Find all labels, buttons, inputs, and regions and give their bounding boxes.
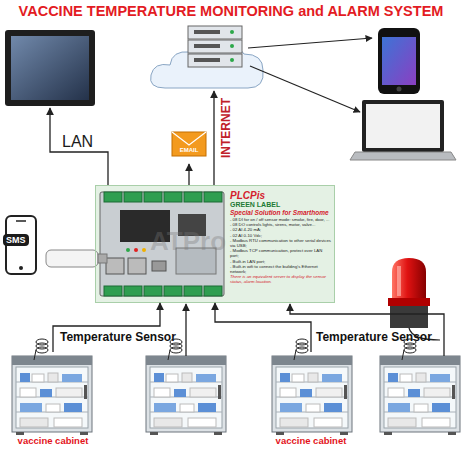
vaccine-cabinet-drawing [380, 339, 460, 435]
product-tagline: Special Solution for Smarthome [230, 209, 331, 217]
alarm-light [388, 298, 430, 306]
smartphone [378, 28, 420, 94]
sensor-wire [290, 304, 444, 356]
usb-modem [46, 250, 98, 267]
sensor-wire [186, 304, 444, 356]
cloud-server [194, 58, 220, 62]
spec-item: - Modbus TCP communication, protect over… [230, 248, 331, 258]
sms-phone: SMS [2, 214, 44, 278]
cloud-server [230, 30, 234, 34]
product-label: GREEN LABEL [230, 201, 331, 209]
smartphone [382, 37, 416, 85]
controller-board [104, 286, 122, 296]
cloud-server [230, 44, 234, 48]
spec-item: - Built-in LAN port; [230, 259, 331, 264]
network-label: INTERNET [219, 98, 233, 158]
controller-board [124, 286, 142, 296]
vaccine-cabinet-drawing [272, 339, 352, 435]
laptop [362, 100, 444, 152]
spec-item: - 02 AI 4-20 mA; [230, 227, 331, 232]
sensor-link [215, 303, 311, 352]
cloud-server [151, 26, 264, 88]
internet-arrow [213, 91, 214, 185]
controller-board [204, 192, 222, 202]
spec-item: - Built-in wifi to connect the building'… [230, 264, 331, 274]
controller-board [134, 248, 138, 252]
controller-board [128, 258, 146, 274]
controller-board [124, 192, 142, 202]
cloud-server [188, 54, 242, 67]
controller-board [142, 248, 146, 252]
cloud-link-arrow [250, 66, 360, 112]
vaccine-cabinet: vaccine cabinet [268, 352, 354, 447]
usb-modem [98, 254, 107, 263]
cloud-link-arrow [248, 38, 372, 48]
controller-board [104, 192, 122, 202]
product-name: PLCPis [230, 190, 331, 201]
cloud-server [194, 44, 220, 48]
laptop [350, 100, 456, 160]
controller-board [164, 286, 182, 296]
cloud-server [194, 30, 220, 34]
alarm-light [388, 258, 440, 340]
controller-board [144, 192, 162, 202]
diagram-title: VACCINE TEMPERATURE MONITORING and ALARM… [0, 3, 462, 19]
cloud-link-arrow [248, 38, 372, 112]
hmi-monitor [5, 30, 95, 106]
cabinet-label: vaccine cabinet [268, 435, 354, 446]
network-label: LAN [62, 133, 93, 151]
alarm-light [397, 266, 401, 296]
controller-board [95, 185, 335, 303]
usb-modem [46, 250, 107, 267]
vaccine-cabinet-drawing [12, 339, 92, 435]
vaccine-cabinet-drawing [12, 339, 460, 435]
spec-item: - Modbus RTU communication to other seri… [230, 238, 331, 248]
sensor-label: Temperature Sensor [316, 330, 432, 344]
hmi-monitor [11, 36, 89, 100]
smartphone [397, 87, 402, 92]
controller-board [184, 192, 202, 202]
email-envelope [172, 132, 206, 145]
lan-arrow [50, 108, 108, 185]
controller-board [126, 248, 130, 252]
sms-phone-outline [16, 220, 26, 222]
controller-board [95, 185, 335, 303]
spec-item: - 08 DO controls lights, sirens, motor, … [230, 222, 331, 227]
alarm-light [392, 258, 426, 300]
watermark: ATPro [150, 226, 226, 257]
vaccine-cabinet: vaccine cabinet [10, 352, 96, 447]
hmi-monitor [5, 30, 95, 106]
cloud-server [188, 40, 242, 53]
spec-item: - 08 DI for on / off sensor mode: smoke,… [230, 217, 331, 222]
spec-item: - 02 AI 0-10 Vdc; [230, 233, 331, 238]
controller-board [152, 261, 166, 271]
sensor-link [188, 164, 189, 185]
alarm-light [390, 306, 428, 328]
controller-board [184, 286, 202, 296]
controller-board [204, 286, 222, 296]
sms-phone-outline [19, 266, 23, 270]
laptop [350, 152, 456, 160]
lan-arrow [50, 108, 108, 185]
cloud-server [230, 58, 234, 62]
sensor-wire [185, 304, 186, 356]
cabinet-label: vaccine cabinet [10, 435, 96, 446]
smartphone [378, 28, 420, 94]
controller-board [164, 192, 182, 202]
email-icon: EMAIL [170, 128, 208, 164]
email-text: EMAIL [170, 147, 208, 153]
internet-arrow [214, 91, 215, 185]
laptop [366, 104, 440, 148]
cloud-server [188, 26, 242, 39]
sms-badge: SMS [3, 234, 29, 246]
spec-note: There is an equivalent server to display… [230, 274, 331, 284]
sensor-link [53, 303, 160, 352]
sensor-label: Temperature Sensor [60, 330, 176, 344]
controller-board [106, 258, 124, 274]
controller-board [144, 286, 162, 296]
